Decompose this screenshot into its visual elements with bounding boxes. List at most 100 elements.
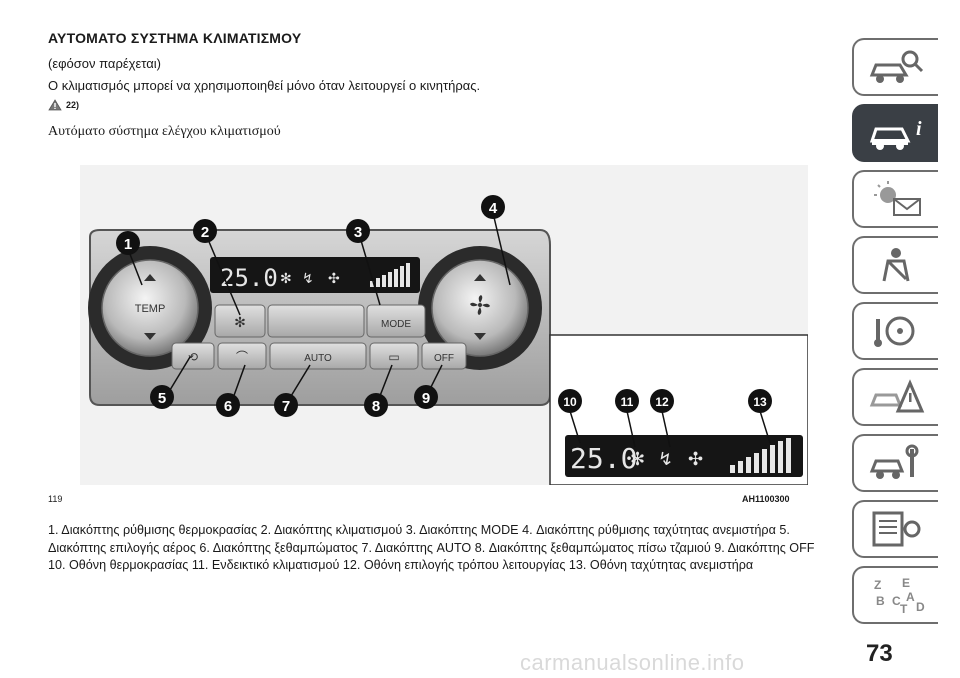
car-info-icon: i xyxy=(869,118,922,150)
inset-fan-icon: ✣ xyxy=(688,449,703,469)
svg-text:3: 3 xyxy=(354,224,362,241)
main-lcd-ac-icon: ✻ xyxy=(280,270,292,286)
front-defrost-icon: ⌒ xyxy=(236,350,248,364)
callout-8: 8 xyxy=(364,393,388,417)
inset-ac-icon: ✻ xyxy=(630,449,645,469)
svg-text:5: 5 xyxy=(158,390,166,407)
temp-knob-label: TEMP xyxy=(135,303,166,315)
svg-text:12: 12 xyxy=(655,395,669,409)
callout-3: 3 xyxy=(346,219,370,243)
off-button[interactable] xyxy=(421,342,467,370)
fan-knob-icon xyxy=(470,295,490,315)
climate-panel-illustration: TEMP 25.0 ✻ ↯ ✣ ✻ MODE xyxy=(88,195,808,485)
svg-text:C: C xyxy=(892,594,901,608)
page-title: ΑΥΤΟΜΑΤΟ ΣΥΣΤΗΜΑ ΚΛΙΜΑΤΙΣΜΟΥ xyxy=(48,30,302,46)
tab-warning-lights[interactable] xyxy=(852,170,938,228)
tab-car-info[interactable]: i xyxy=(852,104,938,162)
svg-text:T: T xyxy=(900,602,908,615)
callout-9: 9 xyxy=(414,385,438,409)
car-search-icon xyxy=(869,50,924,83)
inset-lcd-temp: 25.0 xyxy=(570,442,637,475)
tab-service[interactable] xyxy=(852,434,938,492)
tab-technical-data[interactable] xyxy=(852,500,938,558)
svg-text:4: 4 xyxy=(489,200,498,217)
temp-knob[interactable] xyxy=(101,259,199,357)
svg-text:9: 9 xyxy=(422,390,430,407)
figure-code: AH1100300 xyxy=(742,494,790,504)
tab-safety[interactable] xyxy=(852,236,938,294)
svg-text:1: 1 xyxy=(124,236,132,253)
svg-text:Z: Z xyxy=(874,578,881,592)
svg-text:E: E xyxy=(902,576,910,590)
figure-number: 119 xyxy=(48,494,63,504)
svg-text:7: 7 xyxy=(282,398,290,415)
main-lcd-fan-bars xyxy=(370,263,410,287)
warning-triangle-icon xyxy=(48,99,62,111)
callout-13: 13 xyxy=(748,389,772,413)
temp-down-arrow-icon xyxy=(144,333,156,340)
recirc-icon: ⟲ xyxy=(188,350,198,364)
climate-control-figure: TEMP 25.0 ✻ ↯ ✣ ✻ MODE xyxy=(80,165,808,485)
section-title: Αυτόματο σύστημα ελέγχου κλιματισμού xyxy=(48,124,281,139)
auto-button-label: AUTO xyxy=(304,353,332,364)
main-lcd-fan-icon: ✣ xyxy=(328,270,340,286)
warning-ref-number: 22) xyxy=(66,100,80,110)
tab-car-search[interactable] xyxy=(852,38,938,96)
warning-reference: 22) xyxy=(48,99,79,111)
tab-emergency[interactable] xyxy=(852,368,938,426)
callout-4: 4 xyxy=(481,195,505,219)
svg-text:8: 8 xyxy=(372,398,380,415)
ac-snowflake-icon: ✻ xyxy=(234,314,246,330)
fan-down-arrow-icon xyxy=(474,333,486,340)
auto-button[interactable] xyxy=(269,342,367,370)
callout-1: 1 xyxy=(116,231,140,255)
callout-5: 5 xyxy=(150,385,174,409)
fan-up-arrow-icon xyxy=(474,274,486,281)
inset-lcd xyxy=(565,435,803,477)
page-subtitle: (εφόσον παρέχεται) xyxy=(48,56,161,71)
svg-text:10: 10 xyxy=(563,395,577,409)
main-lcd-mode-icon: ↯ xyxy=(302,270,314,286)
temp-up-arrow-icon xyxy=(144,274,156,281)
callout-7: 7 xyxy=(274,393,298,417)
inset-fan-bars xyxy=(730,438,791,473)
ac-button[interactable] xyxy=(214,304,266,338)
off-button-label: OFF xyxy=(434,353,454,364)
rear-defrost-button[interactable] xyxy=(369,342,419,370)
emergency-triangle-icon xyxy=(869,379,925,413)
svg-text:11: 11 xyxy=(621,395,634,409)
callout-10: 10 xyxy=(558,389,582,413)
caption-text: 1. Διακόπτης ρύθμισης θερμοκρασίας 2. Δι… xyxy=(48,523,815,572)
car-service-icon xyxy=(869,444,919,479)
steering-key-icon xyxy=(874,316,915,347)
rear-defrost-icon: ▭ xyxy=(388,350,399,364)
technical-data-icon xyxy=(872,511,921,547)
page-number: 73 xyxy=(866,640,893,667)
front-defrost-button[interactable] xyxy=(217,342,267,370)
svg-text:A: A xyxy=(906,590,915,604)
callout-markers: 1 2 3 4 5 6 7 8 9 10 11 12 13 xyxy=(116,195,772,417)
inset-mode-icon: ↯ xyxy=(658,449,673,469)
intro-text: Ο κλιματισμός μπορεί να χρησιμοποιηθεί μ… xyxy=(48,78,481,93)
main-lcd xyxy=(210,257,420,293)
air-select-button[interactable] xyxy=(171,342,215,370)
svg-text:i: i xyxy=(916,118,922,140)
callout-6: 6 xyxy=(216,393,240,417)
safety-seatbelt-icon xyxy=(882,248,910,282)
main-lcd-temp: 25.0 xyxy=(220,264,278,292)
svg-text:B: B xyxy=(876,594,885,608)
tab-starting-driving[interactable] xyxy=(852,302,938,360)
inset-leader-lines xyxy=(569,410,771,448)
warning-lights-icon xyxy=(874,181,921,216)
mode-button[interactable] xyxy=(366,304,426,338)
callout-11: 11 xyxy=(615,389,639,413)
callout-12: 12 xyxy=(650,389,674,413)
svg-text:6: 6 xyxy=(224,398,232,415)
svg-text:13: 13 xyxy=(753,395,767,409)
blank-button xyxy=(267,304,365,338)
callout-2: 2 xyxy=(193,219,217,243)
svg-text:2: 2 xyxy=(201,224,209,241)
figure-caption: 1. Διακόπτης ρύθμισης θερμοκρασίας 2. Δι… xyxy=(48,522,828,575)
